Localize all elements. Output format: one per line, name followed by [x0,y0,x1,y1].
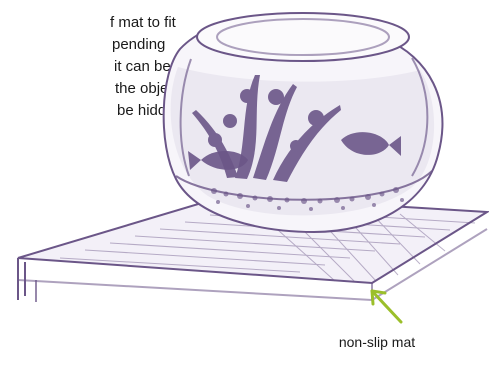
callout-label: non-slip mat [327,333,427,351]
callout-arrow [372,291,401,322]
